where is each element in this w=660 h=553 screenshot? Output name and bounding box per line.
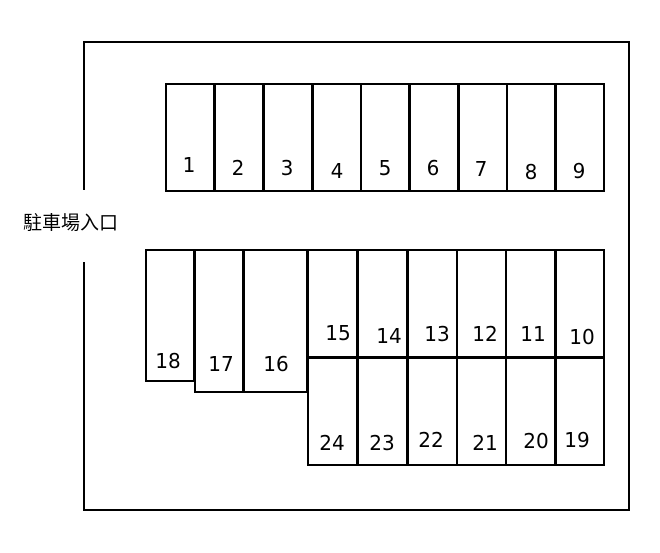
stall-outline xyxy=(555,357,605,466)
parking-stall-11: 11 xyxy=(505,249,556,358)
stall-number: 20 xyxy=(523,429,548,453)
stall-number: 9 xyxy=(573,159,586,183)
stall-number: 1 xyxy=(183,153,196,177)
parking-stall-24: 24 xyxy=(307,357,358,466)
stall-outline xyxy=(194,249,244,393)
stall-outline xyxy=(214,83,264,192)
stall-number: 13 xyxy=(424,322,449,346)
parking-stall-12: 12 xyxy=(456,249,507,358)
parking-stall-14: 14 xyxy=(357,249,408,358)
stall-number: 24 xyxy=(319,431,344,455)
parking-stall-23: 23 xyxy=(357,357,408,466)
parking-stall-15: 15 xyxy=(307,249,358,358)
stall-number: 11 xyxy=(520,322,545,346)
stall-number: 8 xyxy=(525,160,538,184)
stall-outline xyxy=(505,249,556,358)
stall-number: 3 xyxy=(281,156,294,180)
parking-stall-8: 8 xyxy=(506,83,556,192)
parking-stall-9: 9 xyxy=(555,83,605,192)
parking-stall-7: 7 xyxy=(458,83,508,192)
parking-stall-5: 5 xyxy=(360,83,410,192)
stall-number: 23 xyxy=(369,431,394,455)
stall-outline xyxy=(145,249,195,382)
parking-stall-1: 1 xyxy=(165,83,215,192)
parking-stall-10: 10 xyxy=(555,249,605,358)
parking-stall-3: 3 xyxy=(263,83,313,192)
entrance-label: 駐車場入口 xyxy=(23,212,119,234)
lot-boundary xyxy=(83,41,630,511)
stall-outline xyxy=(555,83,605,192)
parking-stall-13: 13 xyxy=(407,249,458,358)
stall-number: 21 xyxy=(472,431,497,455)
stall-number: 4 xyxy=(331,159,344,183)
stall-outline xyxy=(357,357,408,466)
stall-outline xyxy=(505,357,556,466)
stall-outline xyxy=(456,357,507,466)
stall-number: 19 xyxy=(564,428,589,452)
parking-stall-4: 4 xyxy=(312,83,362,192)
stall-outline xyxy=(555,249,605,358)
stall-number: 2 xyxy=(232,156,245,180)
parking-stall-19: 19 xyxy=(555,357,605,466)
stall-number: 6 xyxy=(427,156,440,180)
stall-number: 5 xyxy=(379,156,392,180)
parking-stall-20: 20 xyxy=(505,357,556,466)
parking-stall-21: 21 xyxy=(456,357,507,466)
stall-number: 10 xyxy=(569,325,594,349)
stall-number: 18 xyxy=(155,349,180,373)
stall-outline xyxy=(263,83,313,192)
stall-outline xyxy=(243,249,308,393)
stall-number: 7 xyxy=(475,157,488,181)
stall-number: 22 xyxy=(418,428,443,452)
parking-stall-18: 18 xyxy=(145,249,195,382)
stall-number: 16 xyxy=(263,352,288,376)
parking-stall-22: 22 xyxy=(407,357,458,466)
stall-outline xyxy=(307,357,358,466)
stall-number: 12 xyxy=(472,322,497,346)
parking-stall-17: 17 xyxy=(194,249,244,393)
stall-number: 15 xyxy=(325,321,350,345)
stall-outline xyxy=(456,249,507,358)
stall-number: 17 xyxy=(208,352,233,376)
parking-stall-2: 2 xyxy=(214,83,264,192)
parking-stall-16: 16 xyxy=(243,249,308,393)
parking-stall-6: 6 xyxy=(409,83,459,192)
stall-outline xyxy=(407,357,458,466)
stall-outline xyxy=(357,249,408,358)
stall-number: 14 xyxy=(376,324,401,348)
